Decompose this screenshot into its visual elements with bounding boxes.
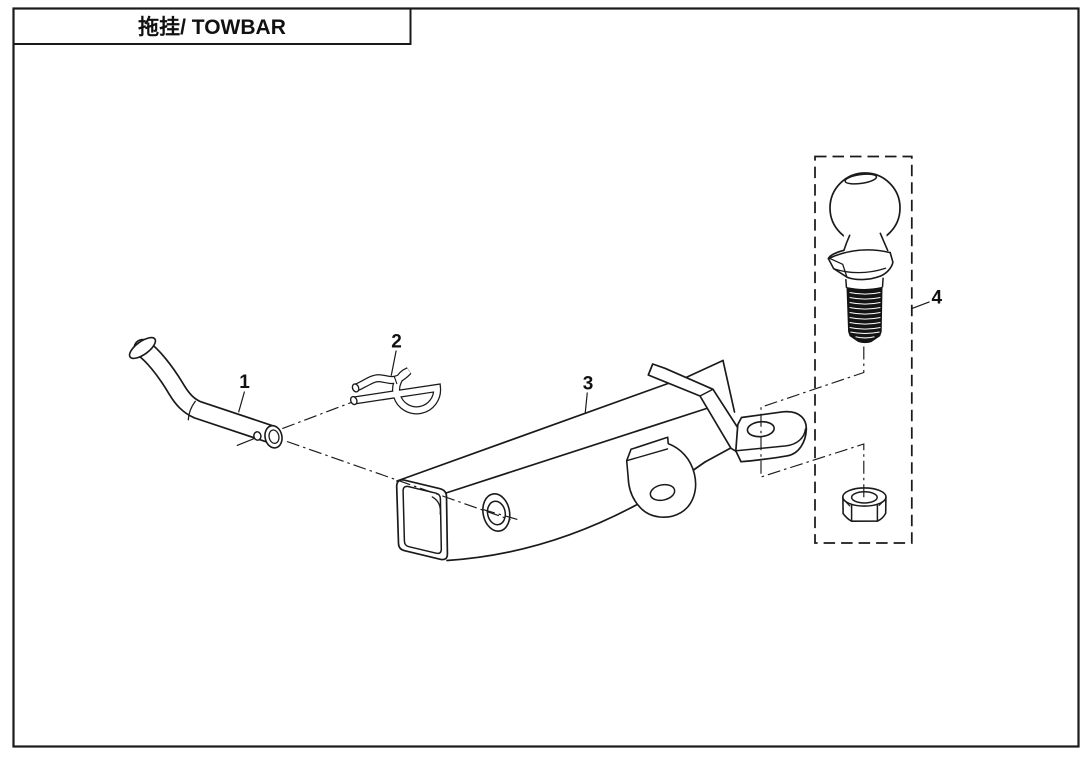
part-4-lock-nut (842, 487, 887, 522)
tab-hole (649, 483, 676, 502)
tube-inner-wall-arc (431, 496, 442, 515)
clip-bend-seam (393, 376, 398, 385)
callout-1-leader (238, 391, 246, 413)
part-1-hitch-pin (128, 336, 283, 449)
callout-3: 3 (583, 374, 594, 395)
callout-4-leader (911, 301, 930, 310)
clip-wavy-end-cap (351, 383, 360, 393)
centerline-through-tube-hole (482, 508, 519, 521)
pin-bend-seam (187, 400, 196, 421)
part-3-towbar-body (395, 359, 808, 562)
centerline-pin-to-tube-hole (286, 440, 511, 521)
ball-flat-top (844, 173, 878, 185)
ball-collar (827, 249, 894, 281)
ball-mount-bracket (647, 363, 808, 463)
callout-4: 4 (932, 288, 943, 309)
page-title: 拖挂/ TOWBAR (138, 15, 286, 39)
title-block-border (12, 7, 412, 45)
centerline-clip-to-pin (282, 401, 353, 430)
safety-chain-tab (625, 436, 697, 518)
threaded-shank (846, 286, 883, 344)
nut-hole (850, 491, 878, 504)
callout-2: 2 (391, 332, 402, 353)
ball-mount-hole (746, 420, 775, 438)
pin-hole (482, 493, 511, 532)
callout-1: 1 (239, 372, 250, 393)
part-4-tow-ball (827, 172, 901, 344)
pin-handle-end-cap (128, 336, 157, 360)
callout-2-leader (390, 350, 397, 376)
clip-leg-end-cap (349, 395, 358, 406)
centerline-clip-hole (236, 437, 256, 447)
part-2-r-clip (349, 367, 442, 415)
pin-clip-hole (253, 431, 262, 441)
part-4-group-boundary (814, 155, 913, 544)
callout-3-leader (584, 392, 588, 414)
pin-tip (264, 424, 283, 449)
page-frame (12, 7, 1080, 748)
centerline-ball-to-nut (760, 346, 865, 500)
